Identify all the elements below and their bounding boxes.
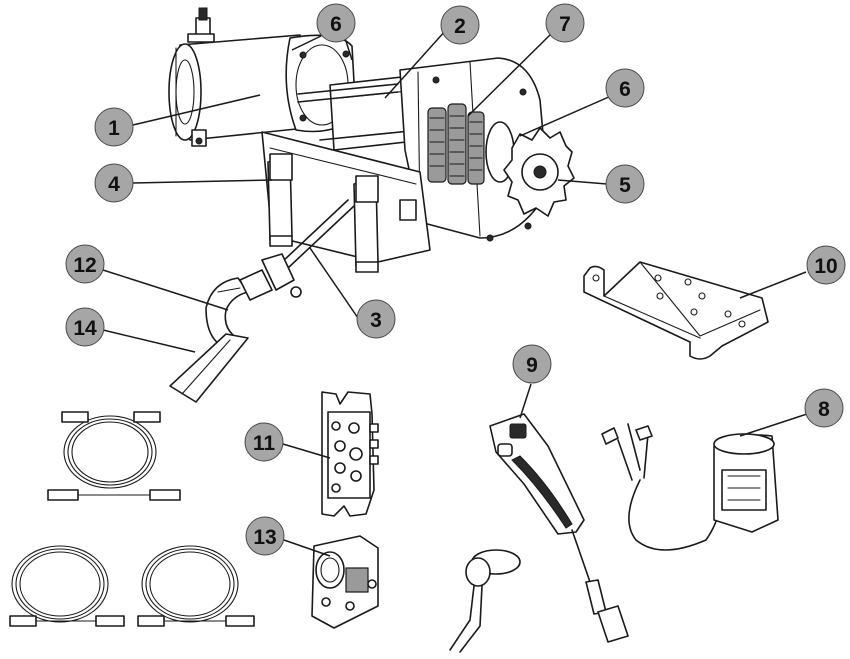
winch-cable <box>261 199 355 298</box>
callout-1: 1 <box>94 107 134 147</box>
callout-12-label: 12 <box>73 254 96 277</box>
extension-cable-bottom-right <box>137 545 255 627</box>
clutch-knob <box>503 127 575 217</box>
hook-strap <box>169 333 249 403</box>
callout-6b-label: 6 <box>619 78 631 101</box>
callout-14-label: 14 <box>73 317 97 340</box>
callout-6a-label: 6 <box>330 13 342 36</box>
callout-2-label: 2 <box>454 15 466 38</box>
callout-13-label: 13 <box>253 526 276 549</box>
winch-motor <box>168 7 312 147</box>
callout-6-gear-end: 6 <box>605 68 645 108</box>
leader-lines <box>102 29 808 557</box>
callout-12: 12 <box>65 244 105 284</box>
control-switch-block <box>311 535 379 629</box>
callout-4-label: 4 <box>108 173 120 196</box>
callout-1-label: 1 <box>108 117 120 140</box>
callout-3-label: 3 <box>370 309 382 332</box>
mounting-plate <box>583 261 769 360</box>
callout-13: 13 <box>245 516 285 556</box>
rocker-switch <box>601 423 779 551</box>
callout-2: 2 <box>440 5 480 45</box>
callout-9-label: 9 <box>526 354 538 377</box>
callout-5-label: 5 <box>619 174 631 197</box>
winch-hook <box>205 269 273 349</box>
callout-7: 7 <box>545 3 585 43</box>
callout-5: 5 <box>605 164 645 204</box>
callout-4: 4 <box>94 163 134 203</box>
callout-7-label: 7 <box>559 13 571 36</box>
callout-9: 9 <box>512 344 552 384</box>
contactor-module <box>321 391 379 517</box>
extension-cable-bottom-left <box>9 545 125 627</box>
extension-cable-top <box>47 411 181 501</box>
callout-10-label: 10 <box>814 255 837 278</box>
callout-11-label: 11 <box>253 432 276 455</box>
callout-8-label: 8 <box>818 398 830 421</box>
callout-6-motor-end: 6 <box>316 3 356 43</box>
callout-10: 10 <box>806 245 846 285</box>
handheld-remote <box>489 413 629 643</box>
callout-14: 14 <box>65 307 105 347</box>
winch-assembly <box>168 7 575 298</box>
planetary-gear-set <box>427 103 485 185</box>
callout-3: 3 <box>356 299 396 339</box>
callout-8: 8 <box>804 388 844 428</box>
remote-socket-plug <box>449 549 521 653</box>
callout-11: 11 <box>244 422 284 462</box>
roller-fairlead-cradle <box>261 131 431 273</box>
